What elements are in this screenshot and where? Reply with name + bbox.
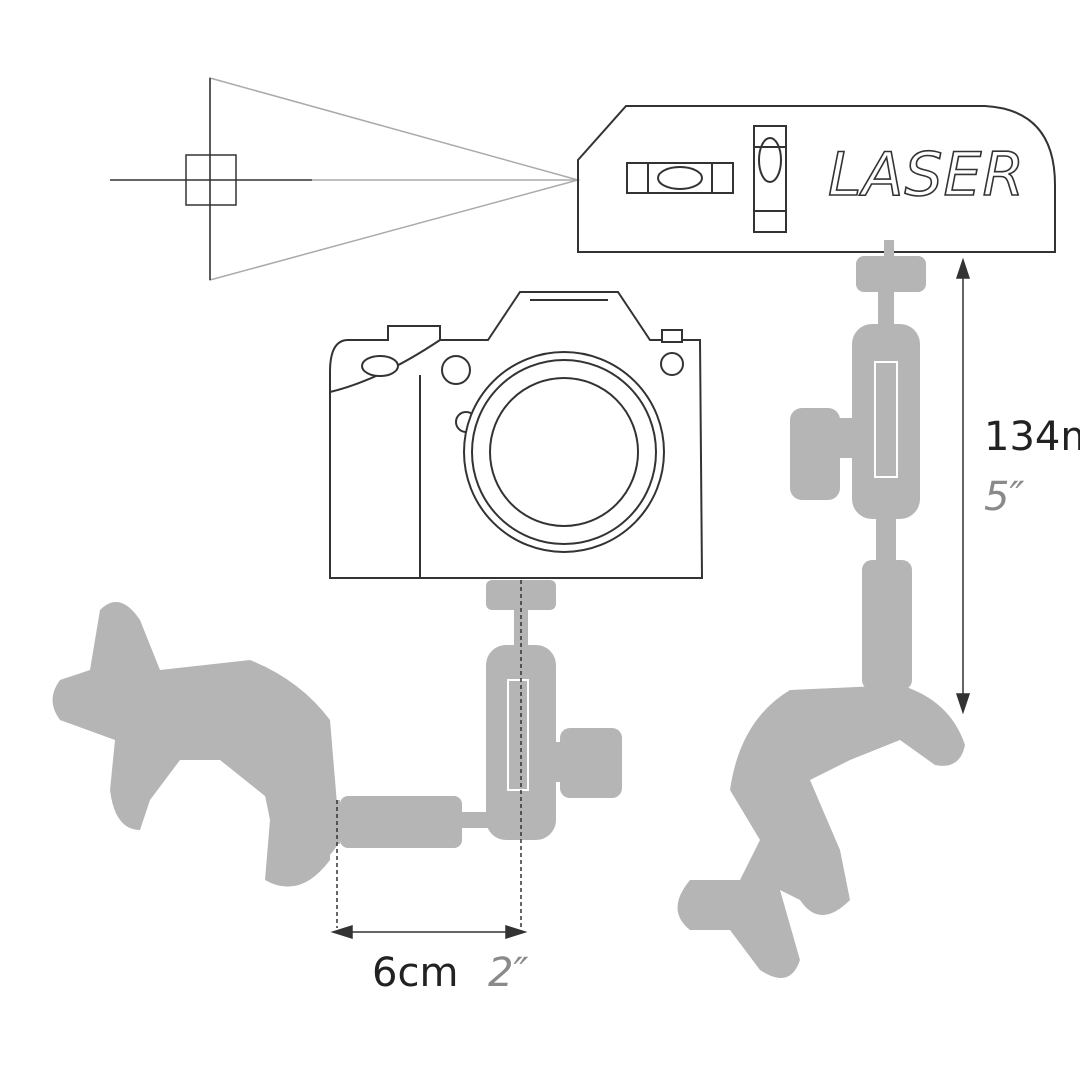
horizontal-dimension-metric: 6cm	[372, 950, 459, 996]
horizontal-dimension-imperial: 2″	[488, 950, 529, 996]
vertical-dimension-metric: 134m	[984, 414, 1080, 460]
target-square	[185, 154, 237, 206]
laser-mount-arm	[677, 240, 965, 978]
camera-body	[329, 291, 704, 579]
camera-mount-arm	[52, 580, 622, 887]
vertical-dimension-line	[955, 257, 971, 715]
vertical-bubble-level	[753, 125, 787, 233]
vertical-dimension-imperial: 5″	[984, 474, 1025, 520]
horizontal-bubble-level	[626, 162, 734, 194]
horizontal-dimension-line	[330, 580, 528, 940]
mount-detail-lines	[507, 361, 898, 791]
laser-level-device	[577, 105, 1056, 253]
laser-beam	[110, 77, 581, 281]
laser-label: LASER	[827, 139, 1026, 211]
